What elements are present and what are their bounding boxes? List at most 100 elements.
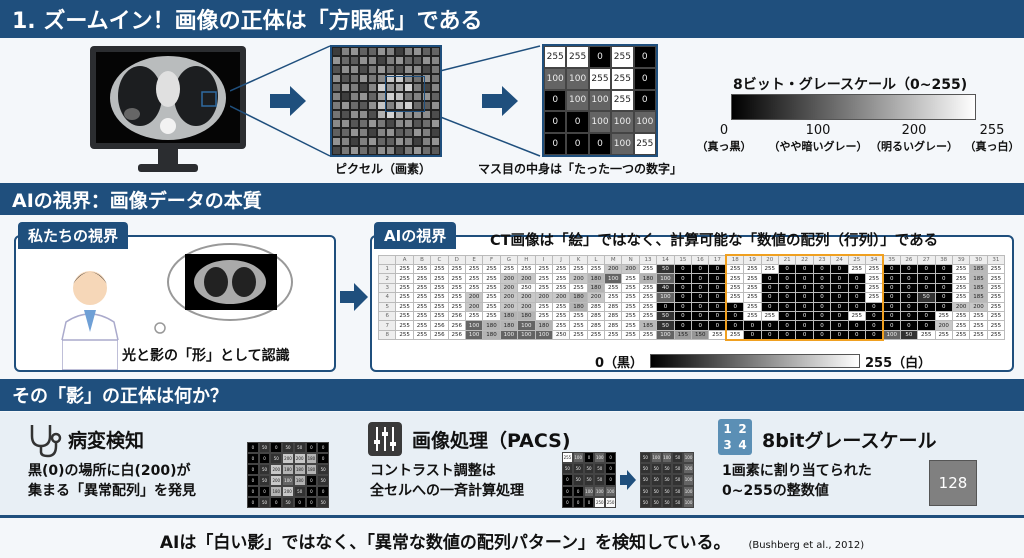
table-cell[interactable]: 255 (534, 310, 553, 322)
table-cell[interactable]: 255 (482, 263, 501, 275)
table-cell[interactable]: 255 (725, 263, 745, 275)
table-cell[interactable]: 255 (621, 301, 640, 312)
table-cell[interactable]: 0 (708, 263, 727, 275)
table-cell[interactable]: 155 (673, 329, 693, 341)
table-cell[interactable]: 0 (830, 301, 849, 312)
table-cell[interactable]: 255 (864, 292, 884, 303)
row-header[interactable]: 5 (377, 301, 397, 312)
table-cell[interactable]: 185 (969, 263, 988, 275)
column-header[interactable]: D (447, 254, 466, 265)
table-cell[interactable]: 200 (951, 301, 971, 312)
table-cell[interactable]: 0 (708, 282, 727, 294)
column-header[interactable]: I (534, 254, 553, 265)
table-cell[interactable]: 255 (638, 292, 658, 303)
table-cell[interactable]: 255 (430, 282, 449, 294)
column-header[interactable]: 21 (777, 254, 797, 265)
table-cell[interactable]: 0 (934, 282, 953, 294)
table-cell[interactable]: 0 (777, 301, 797, 312)
table-cell[interactable]: 0 (760, 282, 779, 294)
column-header[interactable]: 31 (986, 254, 1006, 265)
table-cell[interactable]: 255 (951, 320, 971, 331)
table-cell[interactable]: 250 (551, 329, 571, 341)
table-cell[interactable]: 255 (604, 282, 623, 294)
table-cell[interactable]: 0 (760, 301, 779, 312)
table-cell[interactable]: 50 (656, 310, 675, 322)
table-cell[interactable]: 100 (656, 292, 675, 303)
table-cell[interactable]: 255 (621, 320, 640, 331)
row-header[interactable]: 8 (377, 329, 397, 341)
table-cell[interactable]: 255 (395, 263, 414, 275)
table-cell[interactable]: 0 (847, 292, 866, 303)
table-cell[interactable]: 255 (621, 292, 640, 303)
table-cell[interactable]: 0 (899, 301, 919, 312)
table-cell[interactable]: 0 (882, 320, 901, 331)
table-cell[interactable]: 255 (551, 263, 571, 275)
table-cell[interactable]: 0 (795, 329, 814, 341)
table-cell[interactable]: 255 (864, 263, 884, 275)
table-cell[interactable]: 0 (934, 263, 953, 275)
table-cell[interactable]: 255 (447, 282, 466, 294)
table-cell[interactable]: 0 (830, 329, 849, 341)
table-cell[interactable]: 255 (569, 320, 588, 331)
table-cell[interactable]: 255 (969, 329, 988, 341)
table-cell[interactable]: 100 (656, 329, 675, 341)
table-cell[interactable]: 0 (864, 329, 884, 341)
table-cell[interactable]: 256 (430, 329, 449, 341)
column-header[interactable]: H (517, 254, 536, 265)
table-cell[interactable]: 180 (534, 320, 553, 331)
table-cell[interactable]: 255 (986, 282, 1006, 294)
table-cell[interactable]: 255 (430, 263, 449, 275)
table-cell[interactable]: 200 (464, 301, 484, 312)
column-header[interactable]: 27 (917, 254, 936, 265)
table-cell[interactable]: 255 (569, 263, 588, 275)
column-header[interactable]: 22 (795, 254, 814, 265)
column-header[interactable]: E (464, 254, 484, 265)
column-header[interactable]: 38 (934, 254, 953, 265)
table-cell[interactable]: 255 (412, 282, 432, 294)
table-cell[interactable]: 0 (917, 310, 936, 322)
table-cell[interactable]: 255 (412, 273, 432, 284)
table-cell[interactable]: 0 (812, 292, 832, 303)
column-header[interactable]: F (482, 254, 501, 265)
table-cell[interactable]: 200 (499, 273, 519, 284)
table-cell[interactable]: 0 (777, 282, 797, 294)
table-cell[interactable]: 255 (569, 329, 588, 341)
table-cell[interactable]: 255 (743, 292, 762, 303)
table-cell[interactable]: 255 (551, 320, 571, 331)
table-cell[interactable]: 0 (673, 310, 693, 322)
table-cell[interactable]: 200 (969, 301, 988, 312)
row-header[interactable]: 7 (377, 320, 397, 331)
table-cell[interactable]: 0 (830, 263, 849, 275)
table-cell[interactable]: 285 (586, 320, 606, 331)
table-cell[interactable]: 255 (951, 282, 971, 294)
table-cell[interactable]: 200 (621, 263, 640, 275)
table-cell[interactable]: 0 (725, 320, 745, 331)
table-cell[interactable]: 255 (986, 329, 1006, 341)
table-cell[interactable]: 0 (917, 263, 936, 275)
table-cell[interactable]: 0 (812, 273, 832, 284)
column-header[interactable]: 39 (951, 254, 971, 265)
table-cell[interactable]: 255 (708, 329, 727, 341)
table-cell[interactable]: 0 (812, 263, 832, 275)
table-cell[interactable]: 255 (430, 292, 449, 303)
table-cell[interactable]: 0 (777, 273, 797, 284)
table-cell[interactable]: 180 (482, 320, 501, 331)
column-header[interactable]: 18 (725, 254, 745, 265)
table-cell[interactable]: 200 (517, 301, 536, 312)
table-cell[interactable]: 0 (899, 273, 919, 284)
table-cell[interactable]: 180 (586, 282, 606, 294)
table-cell[interactable]: 0 (795, 301, 814, 312)
table-cell[interactable]: 255 (586, 263, 606, 275)
table-cell[interactable]: 0 (691, 310, 710, 322)
table-cell[interactable]: 255 (864, 282, 884, 294)
table-cell[interactable]: 255 (743, 263, 762, 275)
table-cell[interactable]: 256 (430, 320, 449, 331)
table-cell[interactable]: 0 (847, 301, 866, 312)
column-header[interactable]: A (395, 254, 414, 265)
table-cell[interactable]: 100 (882, 329, 901, 341)
table-cell[interactable]: 0 (830, 282, 849, 294)
table-cell[interactable]: 180 (586, 273, 606, 284)
table-cell[interactable]: 255 (725, 292, 745, 303)
table-cell[interactable]: 250 (517, 282, 536, 294)
table-cell[interactable]: 0 (899, 320, 919, 331)
